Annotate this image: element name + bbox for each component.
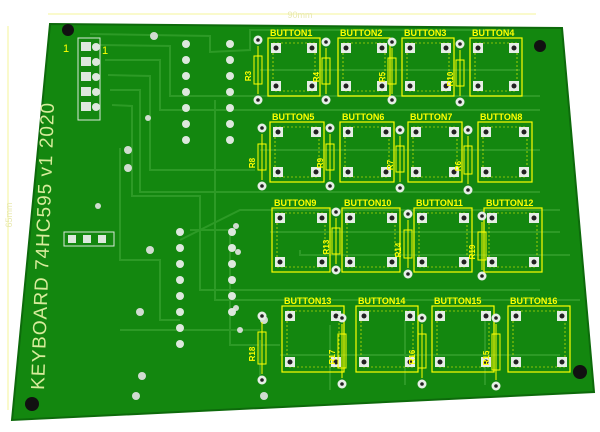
- button-footprint: BUTTON3: [401, 28, 455, 97]
- button-label: BUTTON11: [416, 198, 463, 208]
- resistor-label: R17: [328, 349, 337, 364]
- button-label: BUTTON10: [344, 198, 391, 208]
- resistor-label: R16: [408, 349, 417, 364]
- resistor-label: R5: [378, 71, 387, 82]
- resistor-footprint: R13: [322, 207, 341, 275]
- resistor-label: R6: [454, 160, 463, 171]
- button-footprint: BUTTON16: [507, 296, 571, 373]
- button-footprint: BUTTON13: [281, 296, 345, 373]
- resistor-footprint: R9: [316, 123, 335, 191]
- resistor-label: R3: [244, 70, 253, 81]
- button-footprint: BUTTON2: [337, 28, 391, 97]
- button-label: BUTTON2: [340, 28, 382, 38]
- button-footprint: BUTTON5: [269, 112, 325, 183]
- ic2-pins: [176, 228, 236, 348]
- button-label: BUTTON3: [404, 28, 446, 38]
- button-footprint: BUTTON11: [413, 198, 473, 273]
- resistor-footprint: R4: [312, 37, 331, 105]
- button-footprint: BUTTON1: [267, 28, 321, 97]
- ic1-pins: [182, 40, 234, 144]
- resistor-label: R19: [468, 244, 477, 259]
- resistor-label: R14: [394, 242, 403, 257]
- button-footprint: BUTTON14: [355, 296, 419, 373]
- button-footprint: BUTTON8: [477, 112, 533, 183]
- vias: [95, 32, 268, 400]
- resistor-footprint: R19: [468, 211, 487, 281]
- ic-header-left: [77, 37, 101, 121]
- resistor-footprint: R16: [408, 313, 427, 389]
- resistor-label: R18: [248, 346, 257, 361]
- resistor-footprint: R7: [386, 125, 405, 193]
- button-label: BUTTON8: [480, 112, 522, 122]
- button-label: BUTTON13: [284, 296, 331, 306]
- resistor-footprint: R8: [248, 123, 267, 191]
- button-label: BUTTON7: [410, 112, 452, 122]
- resistor-footprint: R3: [244, 35, 263, 105]
- pin1-label: 1: [63, 43, 69, 55]
- button-label: BUTTON1: [270, 28, 312, 38]
- button-footprint: BUTTON6: [339, 112, 395, 183]
- mounting-holes: [25, 24, 587, 411]
- button-label: BUTTON9: [274, 198, 316, 208]
- resistor-footprint: R17: [328, 313, 347, 389]
- resistor-footprint: R18: [248, 311, 267, 385]
- button-footprint: BUTTON9: [271, 198, 331, 273]
- dimension-lines: [7, 13, 536, 410]
- pin1-label-right: 1: [102, 45, 108, 57]
- resistor-footprint: R14: [394, 209, 413, 279]
- button-label: BUTTON4: [472, 28, 514, 38]
- header-3pin: [63, 231, 115, 247]
- pcb-board[interactable]: [10, 22, 596, 422]
- resistor-footprint: R15: [482, 313, 501, 391]
- button-footprint: BUTTON4: [469, 28, 523, 97]
- dimension-width-label: 90mm: [287, 10, 312, 20]
- button-footprint: BUTTON10: [341, 198, 401, 273]
- button-footprint: BUTTON7: [407, 112, 463, 183]
- resistor-footprint: R6: [454, 125, 473, 195]
- resistor-footprint: R10: [446, 39, 465, 107]
- resistor-label: R8: [248, 157, 257, 168]
- resistor-label: R9: [316, 157, 325, 168]
- resistor-label: R7: [386, 159, 395, 170]
- button-label: BUTTON5: [272, 112, 314, 122]
- resistor-label: R13: [322, 239, 331, 254]
- resistor-label: R15: [482, 350, 491, 365]
- button-label: BUTTON16: [510, 296, 557, 306]
- button-footprint: BUTTON12: [483, 198, 543, 273]
- resistor-label: R4: [312, 71, 321, 82]
- dimension-height-label: 65mm: [4, 202, 14, 227]
- button-label: BUTTON12: [486, 198, 533, 208]
- resistor-label: R10: [446, 71, 455, 86]
- resistor-footprint: R5: [378, 37, 397, 105]
- button-label: BUTTON14: [358, 296, 405, 306]
- button-label: BUTTON15: [434, 296, 481, 306]
- button-label: BUTTON6: [342, 112, 384, 122]
- button-footprint: BUTTON15: [431, 296, 495, 373]
